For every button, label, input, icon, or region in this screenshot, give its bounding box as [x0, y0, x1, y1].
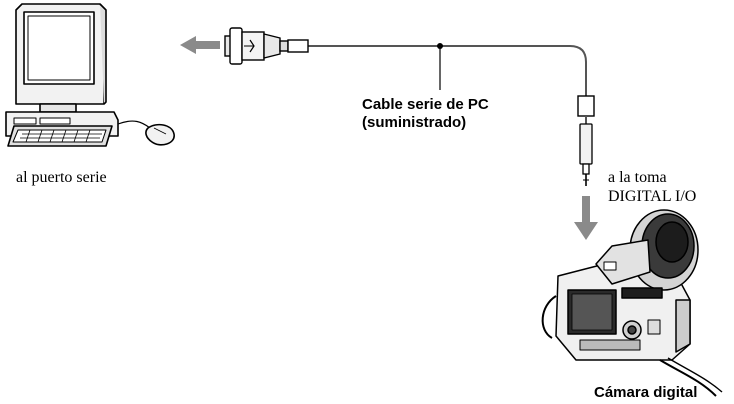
- cable-label: Cable serie de PC (suministrado): [362, 96, 489, 132]
- camera-label: Cámara digital: [594, 384, 698, 401]
- cable-label-line2: (suministrado): [362, 114, 467, 131]
- cable-leader-line: [437, 43, 443, 90]
- serial-port-label: al puerto serie: [16, 169, 107, 186]
- digital-camera-icon: [541, 209, 723, 397]
- jack-label-line1: a la toma: [608, 169, 667, 186]
- cable-label-line1: Cable serie de PC: [362, 96, 489, 113]
- ferrite-core: [287, 39, 309, 53]
- arrow-left-icon: [180, 36, 220, 54]
- jack-label: a la toma DIGITAL I/O: [608, 168, 696, 206]
- pc-serial-cable: [288, 45, 587, 96]
- desktop-computer-icon: [5, 3, 175, 147]
- arrow-down-icon: [574, 196, 598, 240]
- ferrite-core: [577, 95, 595, 117]
- jack-plug: [579, 123, 593, 186]
- serial-connector: [224, 27, 289, 65]
- jack-label-line2: DIGITAL I/O: [608, 188, 697, 206]
